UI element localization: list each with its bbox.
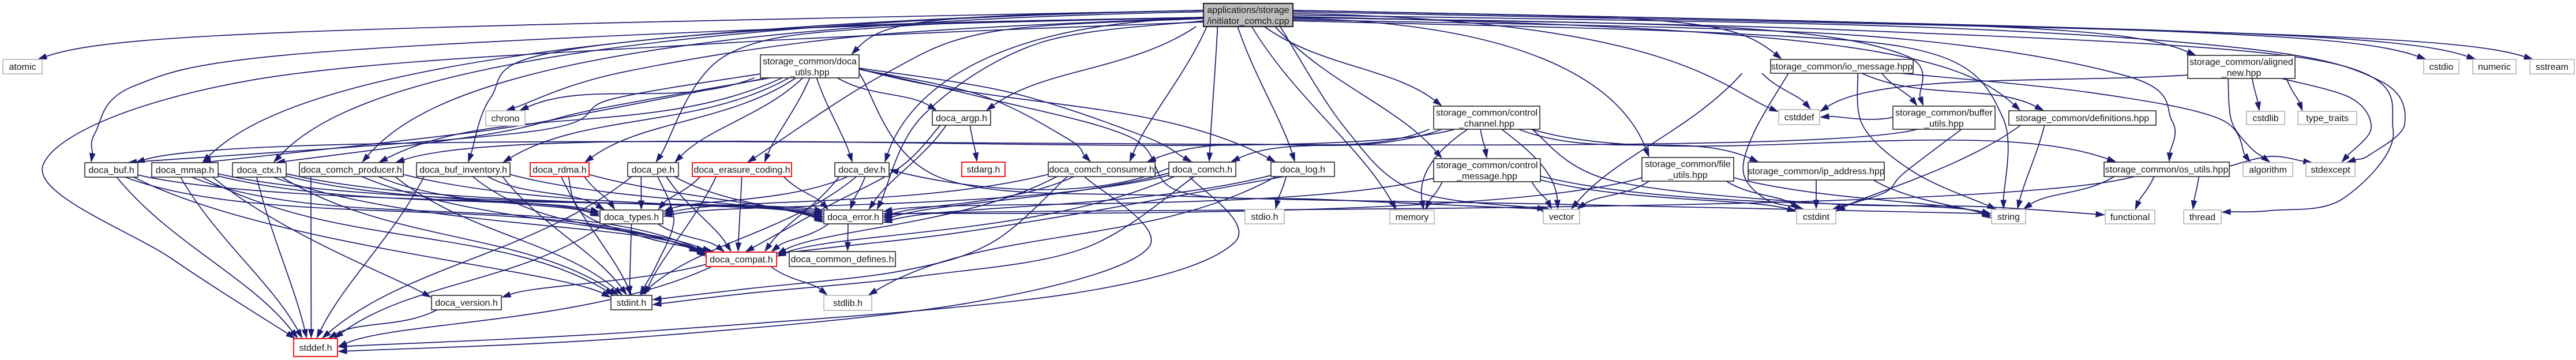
svg-text:storage_common/os_utils.hpp: storage_common/os_utils.hpp	[2105, 165, 2229, 175]
svg-text:_channel.hpp: _channel.hpp	[1458, 119, 1514, 129]
svg-text:doca_error.h: doca_error.h	[827, 213, 879, 223]
svg-text:doca_argp.h: doca_argp.h	[936, 114, 987, 123]
svg-text:sstream: sstream	[2536, 62, 2568, 72]
svg-text:type_traits: type_traits	[2306, 114, 2349, 123]
svg-text:doca_erasure_coding.h: doca_erasure_coding.h	[693, 166, 790, 175]
svg-text:vector: vector	[1549, 212, 1574, 222]
svg-text:storage_common/control: storage_common/control	[1436, 161, 1538, 171]
svg-text:memory: memory	[1396, 213, 1429, 223]
svg-text:applications/storage: applications/storage	[1207, 6, 1289, 16]
svg-text:stdexcept: stdexcept	[2311, 166, 2350, 175]
svg-text:doca_mmap.h: doca_mmap.h	[156, 166, 214, 175]
svg-text:stddef.h: stddef.h	[299, 343, 332, 353]
svg-text:storage_common/file: storage_common/file	[1645, 160, 1731, 170]
svg-text:doca_comch_producer.h: doca_comch_producer.h	[301, 166, 402, 175]
svg-text:chrono: chrono	[492, 114, 520, 124]
svg-text:_message.hpp: _message.hpp	[1456, 172, 1517, 182]
svg-text:stdarg.h: stdarg.h	[967, 165, 1000, 175]
svg-text:cstdio: cstdio	[2429, 62, 2454, 72]
svg-text:cstdint: cstdint	[1803, 212, 1830, 222]
svg-text:doca_ctx.h: doca_ctx.h	[237, 166, 282, 175]
svg-text:_utils.hpp: _utils.hpp	[1667, 171, 1708, 181]
svg-text:_utils.hpp: _utils.hpp	[1923, 119, 1964, 129]
svg-text:doca_version.h: doca_version.h	[435, 298, 498, 308]
svg-text:stdlib.h: stdlib.h	[833, 299, 863, 309]
svg-text:storage_common/buffer: storage_common/buffer	[1895, 108, 1993, 118]
svg-text:doca_types.h: doca_types.h	[604, 213, 659, 223]
svg-text:/initiator_comch.cpp: /initiator_comch.cpp	[1207, 17, 1289, 27]
svg-text:_new.hpp: _new.hpp	[2221, 69, 2262, 78]
svg-text:storage_common/control: storage_common/control	[1436, 108, 1538, 118]
svg-text:storage_common/doca: storage_common/doca	[763, 57, 857, 67]
svg-text:storage_common/ip_address.hpp: storage_common/ip_address.hpp	[1748, 167, 1885, 177]
svg-text:functional: functional	[2110, 213, 2150, 223]
svg-text:storage_common/definitions.hpp: storage_common/definitions.hpp	[2016, 114, 2149, 123]
svg-text:numeric: numeric	[2478, 62, 2511, 72]
svg-text:string: string	[1997, 212, 2020, 222]
svg-text:cstdlib: cstdlib	[2252, 114, 2278, 123]
svg-text:thread: thread	[2189, 213, 2215, 223]
svg-text:stdint.h: stdint.h	[617, 298, 647, 308]
svg-text:doca_buf_inventory.h: doca_buf_inventory.h	[419, 166, 507, 175]
svg-text:doca_buf.h: doca_buf.h	[88, 166, 134, 175]
svg-text:doca_rdma.h: doca_rdma.h	[533, 166, 586, 175]
svg-text:doca_pe.h: doca_pe.h	[632, 166, 675, 175]
svg-text:algorithm: algorithm	[2249, 166, 2287, 175]
svg-text:doca_comch.h: doca_comch.h	[1172, 165, 1232, 175]
svg-text:doca_compat.h: doca_compat.h	[710, 255, 773, 265]
svg-text:storage_common/aligned: storage_common/aligned	[2189, 58, 2293, 68]
svg-text:_utils.hpp: _utils.hpp	[789, 68, 830, 78]
svg-text:stdio.h: stdio.h	[1251, 212, 1278, 222]
svg-text:atomic: atomic	[9, 62, 36, 72]
svg-text:doca_common_defines.h: doca_common_defines.h	[791, 255, 894, 265]
svg-text:doca_log.h: doca_log.h	[1280, 165, 1325, 175]
svg-text:storage_common/io_message.hpp: storage_common/io_message.hpp	[1771, 62, 1913, 72]
svg-text:cstddef: cstddef	[1784, 113, 1814, 123]
svg-text:doca_dev.h: doca_dev.h	[838, 166, 886, 175]
svg-text:doca_comch_consumer.h: doca_comch_consumer.h	[1049, 165, 1154, 175]
